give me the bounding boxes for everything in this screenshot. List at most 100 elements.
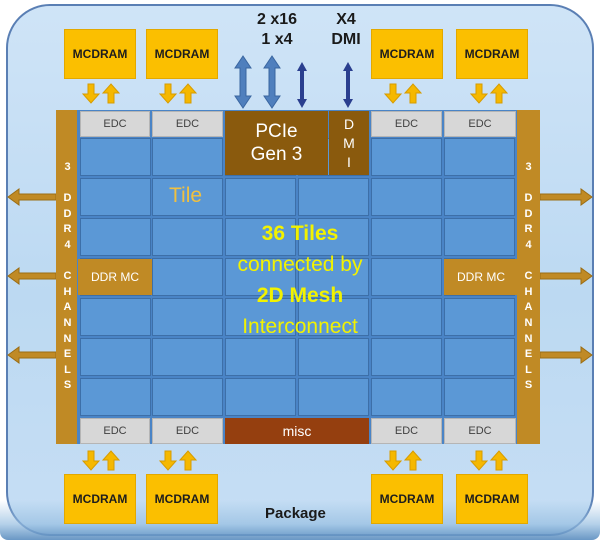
- mcdram-block: MCDRAM: [146, 29, 218, 79]
- mesh-tile: [152, 178, 223, 216]
- channel-letter: H: [63, 285, 72, 298]
- mesh-tile: [225, 178, 296, 216]
- pcie-lanes-label: 2 x16 1 x4: [248, 10, 306, 50]
- mesh-description: 36 Tiles connected by 2D Mesh Interconne…: [200, 218, 400, 342]
- edc-block: EDC: [444, 418, 516, 444]
- up-down-arrow-icon: [81, 450, 121, 471]
- mesh-tile: [80, 138, 151, 176]
- channel-letter: N: [63, 332, 72, 345]
- ddr-arrow-icon: [539, 267, 593, 285]
- pcie-lanes-line1: 2 x16: [256, 11, 298, 28]
- mesh-line3: 2D Mesh: [256, 284, 344, 307]
- up-down-arrow-icon: [158, 83, 198, 104]
- mesh-tile: [80, 338, 151, 376]
- up-down-arrow-icon: [469, 450, 509, 471]
- ddr-left-arrows: [7, 188, 57, 364]
- mesh-tile: [152, 218, 223, 256]
- mesh-tile: [225, 338, 296, 376]
- mesh-tile: [298, 338, 369, 376]
- channel-letter: 4: [525, 238, 532, 251]
- channel-letter: [527, 176, 530, 192]
- mesh-tile: [80, 378, 151, 416]
- channel-letter: [66, 254, 69, 270]
- mesh-tile: [80, 218, 151, 256]
- edc-block: EDC: [152, 111, 223, 137]
- pcie-x4-arrow-icon: [297, 62, 307, 108]
- ddr-arrow-icon: [7, 346, 57, 364]
- mcdram-block: MCDRAM: [456, 29, 528, 79]
- up-down-arrow-icon: [469, 83, 509, 104]
- mcdram-top-arrows: [81, 83, 509, 104]
- channel-letter: D: [524, 207, 533, 220]
- mesh-tile: [152, 338, 223, 376]
- tile-label: Tile: [169, 184, 203, 207]
- mesh-line1: 36 Tiles: [261, 222, 339, 245]
- channel-letter: N: [524, 316, 533, 329]
- mesh-tile: [444, 298, 515, 336]
- channel-letter: 3: [525, 161, 532, 173]
- mesh-tile: [225, 218, 296, 256]
- mesh-tile: [371, 258, 442, 296]
- dmi-letter: I: [347, 153, 351, 170]
- mesh-tile: [371, 378, 442, 416]
- pcie-lanes-line2: 1 x4: [261, 31, 293, 48]
- mcdram-block: MCDRAM: [146, 474, 218, 524]
- mesh-tile: [80, 178, 151, 216]
- channel-letter: E: [63, 348, 72, 361]
- channel-letter: D: [63, 207, 72, 220]
- pcie-arrow-icon: [234, 55, 252, 109]
- mesh-tile: [444, 178, 515, 216]
- ddr-arrow-icon: [7, 267, 57, 285]
- mcdram-block: MCDRAM: [456, 474, 528, 524]
- dmi-letter: D: [343, 115, 355, 132]
- up-down-arrow-icon: [158, 450, 198, 471]
- edc-block: EDC: [80, 418, 150, 444]
- dmi-top-label: X4 DMI: [320, 10, 372, 50]
- edc-block: EDC: [80, 111, 150, 137]
- dmi-top-line2: DMI: [331, 31, 361, 48]
- edc-block: EDC: [371, 111, 442, 137]
- mesh-tile: [152, 138, 223, 176]
- channel-letter: S: [524, 379, 533, 392]
- channel-letter: C: [63, 270, 72, 283]
- channel-letter: S: [63, 379, 72, 392]
- pcie-block: PCIe Gen 3: [225, 111, 328, 175]
- mesh-tile: [225, 258, 296, 296]
- mesh-line2: connected by: [237, 253, 363, 276]
- mesh-tile: [298, 298, 369, 336]
- mesh-tile: [371, 338, 442, 376]
- channel-letter: [527, 254, 530, 270]
- channel-letter: H: [524, 285, 533, 298]
- channel-letter: C: [524, 270, 533, 283]
- mcdram-block: MCDRAM: [64, 474, 136, 524]
- edc-block: EDC: [444, 111, 516, 137]
- mesh-tile: [444, 378, 515, 416]
- ddr-arrow-icon: [7, 188, 57, 206]
- mesh-line4: Interconnect: [242, 315, 358, 338]
- dmi-top-line1: X4: [336, 11, 356, 28]
- channel-letter: E: [524, 348, 533, 361]
- mesh-tile: [152, 258, 223, 296]
- mesh-tile: [444, 138, 515, 176]
- channel-letter: L: [525, 363, 532, 376]
- up-down-arrow-icon: [81, 83, 121, 104]
- mesh-tile: [298, 378, 369, 416]
- ddr-right-arrows: [539, 188, 593, 364]
- dmi-arrow-icon: [343, 62, 353, 108]
- channel-letter: N: [63, 316, 72, 329]
- channel-letter: 4: [64, 238, 71, 251]
- channel-letter: A: [524, 301, 533, 314]
- dmi-block: D M I: [329, 111, 369, 175]
- channel-letter: R: [524, 223, 533, 236]
- mesh-tile: [80, 298, 151, 336]
- misc-block: misc: [225, 418, 369, 444]
- channel-letter: R: [63, 223, 72, 236]
- mcdram-block: MCDRAM: [371, 474, 443, 524]
- channel-letter: N: [524, 332, 533, 345]
- mesh-tile: [298, 218, 369, 256]
- channel-letter: D: [524, 192, 533, 205]
- package-label: Package: [265, 505, 326, 522]
